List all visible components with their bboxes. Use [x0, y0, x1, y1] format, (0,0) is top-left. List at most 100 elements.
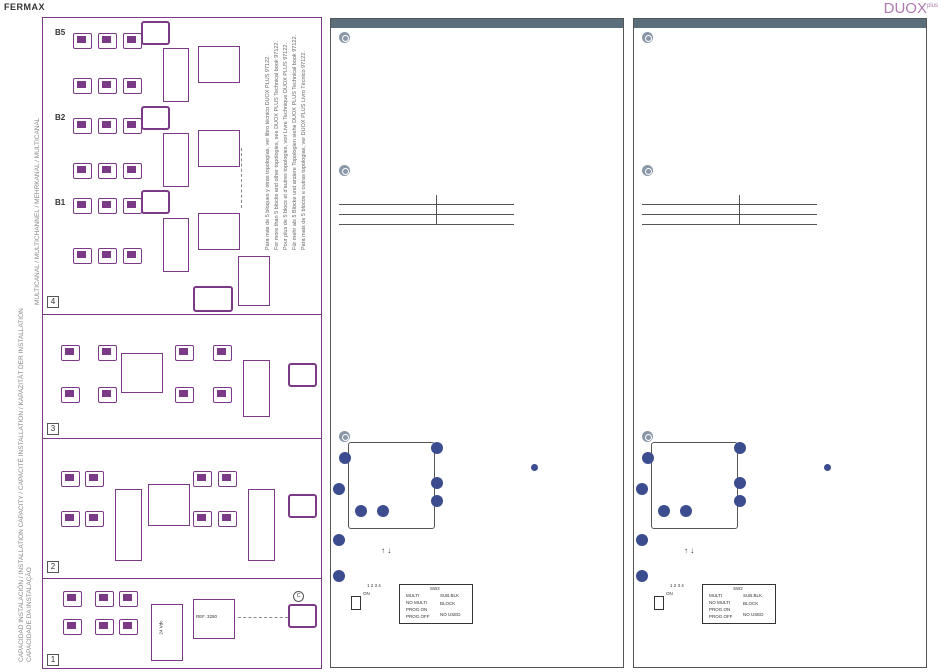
section-number: 2 — [47, 561, 59, 573]
sw2-right-3: NO USED — [743, 612, 764, 617]
bus-line — [238, 617, 288, 618]
distributor-box — [121, 353, 163, 393]
step-dot — [824, 464, 831, 471]
step-dot — [636, 483, 648, 495]
sidebar-title-line-2: CAPACIDADE DA INSTALAÇÃO — [26, 567, 33, 662]
monitor-device — [123, 33, 142, 49]
monitor-device — [61, 387, 80, 403]
sw2-right-1: SUB.BLK — [743, 593, 763, 598]
outdoor-panel — [141, 190, 170, 214]
outdoor-panel — [141, 21, 170, 45]
step-dot — [333, 534, 345, 546]
installation-diagram-frame: 1 24 Vdc REF. 3250 C 2 3 — [42, 17, 322, 669]
dip-numbers: 1 2 3 4 — [367, 583, 381, 588]
section-2: 2 — [43, 438, 321, 579]
step-dot — [636, 534, 648, 546]
monitor-device — [98, 33, 117, 49]
direction-arrows: ↑ ↓ — [684, 546, 695, 555]
monitor-device — [123, 78, 142, 94]
step-dot — [431, 442, 443, 454]
monitor-device — [61, 345, 80, 361]
label-c: C — [293, 591, 304, 602]
info-icon — [642, 32, 653, 43]
section-1: 1 24 Vdc REF. 3250 C — [43, 578, 321, 669]
monitor-device — [98, 345, 117, 361]
sw2-right-2: BLOCK — [743, 601, 759, 606]
section-number: 4 — [47, 296, 59, 308]
step-dot — [636, 570, 648, 582]
sw2-row-3: PROG.ON — [709, 607, 731, 612]
sw2-row-1: MULTI — [709, 593, 723, 598]
step-dot — [734, 477, 746, 489]
note-en: For more than 5 blocks and other topolog… — [274, 40, 280, 250]
sw2-row-1: MULTI — [406, 593, 420, 598]
monitor-device — [123, 118, 142, 134]
outdoor-panel — [288, 494, 317, 518]
section-number: 3 — [47, 423, 59, 435]
step-dot — [333, 483, 345, 495]
step-dot — [355, 505, 367, 517]
monitor-device — [193, 471, 212, 487]
power-supply — [163, 133, 189, 187]
sw2-row-2: NO MULTI — [406, 600, 428, 605]
instruction-panel-1: ↑ ↓ 1 2 3 4 ON SW2 MULTI NO MULTI PROG.O… — [330, 18, 624, 668]
distributor-box — [148, 484, 190, 526]
distributor-box — [198, 46, 240, 83]
list-icon — [339, 165, 350, 176]
note-pt: Para mais de 5 blocos e outras topologia… — [301, 51, 307, 250]
block-label-b5: B5 — [55, 28, 66, 37]
direction-arrows: ↑ ↓ — [381, 546, 392, 555]
sw2-table: SW2 MULTI NO MULTI PROG.ON PROG.OFF SUB.… — [399, 584, 473, 624]
psu-label: 24 Vdc — [158, 620, 164, 635]
monitor-device — [175, 345, 194, 361]
step-dot — [339, 452, 351, 464]
dip-switch — [351, 596, 361, 610]
product-name: DUOX — [883, 0, 927, 17]
note-es: Para más de 5 bloques y otras topologías… — [265, 55, 271, 250]
sw2-row-4: PROG.OFF — [406, 614, 430, 619]
monitor-device — [61, 471, 80, 487]
main-power-supply — [238, 256, 270, 306]
sw2-right-1: SUB.BLK — [440, 593, 460, 598]
settings-table — [339, 195, 514, 225]
monitor-device — [73, 248, 92, 264]
panel-header-bar — [331, 19, 623, 28]
panel-header-bar — [634, 19, 926, 28]
monitor-device — [175, 387, 194, 403]
ref-label: REF. 3250 — [196, 614, 218, 619]
distributor-box — [198, 130, 240, 167]
monitor-device — [73, 33, 92, 49]
info-icon — [339, 32, 350, 43]
sw2-right-2: BLOCK — [440, 601, 456, 606]
on-label: ON — [666, 591, 673, 596]
power-supply — [163, 48, 189, 102]
power-supply: 24 Vdc — [151, 604, 183, 661]
section-number: 1 — [47, 654, 59, 666]
sw2-title: SW2 — [733, 586, 743, 591]
monitor-device — [123, 198, 142, 214]
monitor-icon — [339, 431, 350, 442]
outdoor-panel — [288, 363, 317, 387]
section-4: 4 B1 B2 B5 — [43, 18, 321, 314]
step-dot — [658, 505, 670, 517]
monitor-device — [98, 198, 117, 214]
monitor-device — [218, 471, 237, 487]
dip-switch — [654, 596, 664, 610]
monitor-device — [73, 118, 92, 134]
power-supply — [115, 489, 142, 561]
brand-logo: FERMAX — [4, 2, 45, 12]
block-label-b2: B2 — [55, 113, 66, 122]
sw2-row-2: NO MULTI — [709, 600, 731, 605]
product-logo: DUOXplus — [884, 0, 938, 17]
main-entrance-panel — [193, 286, 233, 312]
step-dot — [680, 505, 692, 517]
monitor-device — [123, 163, 142, 179]
section-3: 3 — [43, 314, 321, 439]
list-icon — [642, 165, 653, 176]
monitor-device — [98, 118, 117, 134]
power-supply — [243, 360, 270, 417]
monitor-device — [213, 345, 232, 361]
monitor-device — [213, 387, 232, 403]
distributor-box: REF. 3250 — [193, 599, 235, 639]
step-dot — [734, 442, 746, 454]
